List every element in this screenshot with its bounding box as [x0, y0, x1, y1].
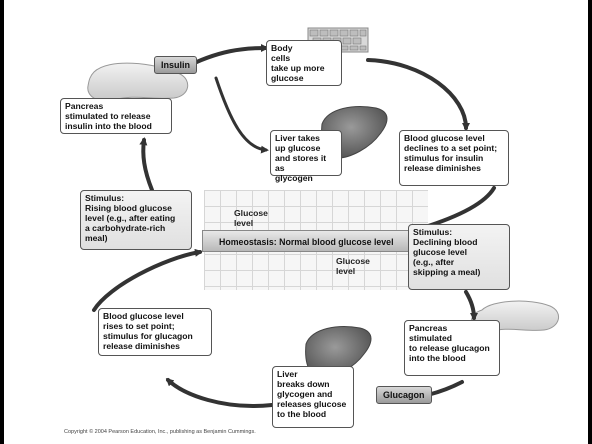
- glucose-level-down-label: Glucose level: [336, 256, 370, 276]
- homeostasis-bar: Homeostasis: Normal blood glucose level: [202, 230, 412, 252]
- liver-takes-glucose-box: Liver takes up glucose and stores it as …: [270, 130, 342, 183]
- glucose-declines-box: Blood glucose level declines to a set po…: [399, 130, 509, 186]
- stimulus-declining-title: Stimulus:: [413, 227, 453, 237]
- pancreas-insulin-box: Pancreas stimulated to release insulin i…: [60, 98, 172, 134]
- pancreas-glucagon-box: Pancreas stimulated to release glucagon …: [404, 320, 500, 376]
- slide: Homeostasis: Normal blood glucose level …: [4, 0, 588, 444]
- stimulus-rising-text: Rising blood glucose level (e.g., after …: [85, 203, 176, 243]
- stimulus-rising-box: Stimulus: Rising blood glucose level (e.…: [80, 190, 192, 250]
- stimulus-declining-box: Stimulus: Declining blood glucose level …: [408, 224, 510, 290]
- insulin-tag: Insulin: [154, 56, 197, 74]
- glucose-rises-box: Blood glucose level rises to set point; …: [98, 308, 212, 356]
- body-cells-box: Body cells take up more glucose: [266, 40, 342, 86]
- glucagon-tag: Glucagon: [376, 386, 432, 404]
- stimulus-declining-text: Declining blood glucose level (e.g., aft…: [413, 237, 481, 277]
- liver-breaks-glycogen-box: Liver breaks down glycogen and releases …: [272, 366, 354, 428]
- copyright-notice: Copyright © 2004 Pearson Education, Inc.…: [64, 429, 256, 435]
- stimulus-rising-title: Stimulus:: [85, 193, 125, 203]
- glucose-level-up-label: Glucose level: [234, 208, 268, 228]
- insulin-branch-arrow: [214, 76, 269, 154]
